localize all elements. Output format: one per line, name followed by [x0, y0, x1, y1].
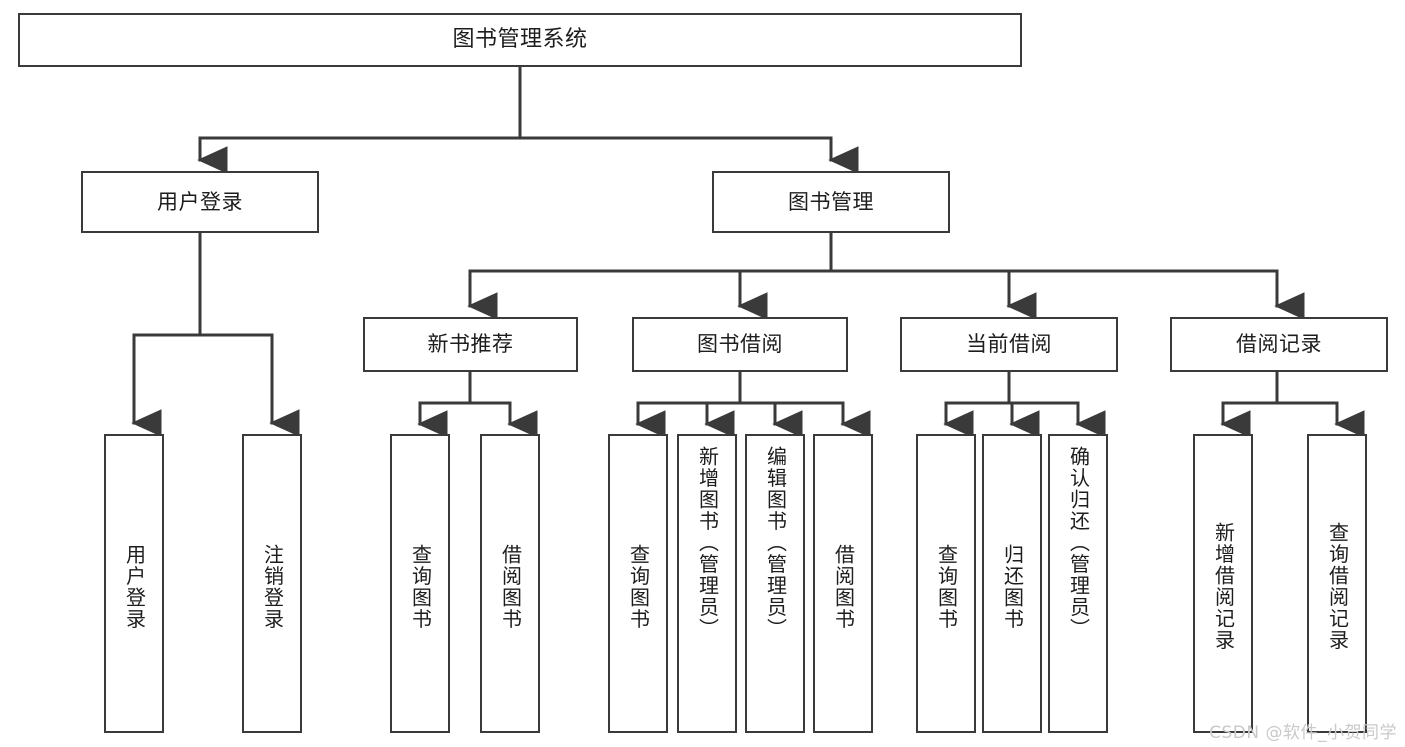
node-label: 用户登录: [122, 543, 147, 630]
node-label: 编辑图书（管理员）: [763, 446, 788, 640]
node-label: 查询图书: [408, 543, 433, 630]
node-book-borrow[interactable]: 图书借阅: [632, 317, 848, 372]
node-label: 查询借阅记录: [1325, 522, 1350, 651]
node-root[interactable]: 图书管理系统: [18, 13, 1022, 67]
node-label: 图书管理系统: [452, 27, 588, 53]
node-new-book-recommend[interactable]: 新书推荐: [363, 317, 578, 372]
node-label: 新增借阅记录: [1211, 522, 1236, 651]
node-label: 归还图书: [1000, 543, 1025, 630]
node-borrow-record[interactable]: 借阅记录: [1170, 317, 1388, 372]
node-label: 新书推荐: [427, 332, 514, 357]
leaf-rec-borrow-book[interactable]: 借阅图书: [480, 434, 540, 733]
node-label: 图书管理: [788, 189, 874, 214]
leaf-borrow-add-book[interactable]: 新增图书（管理员）: [677, 434, 737, 733]
node-label: 查询图书: [626, 543, 651, 630]
leaf-user-login[interactable]: 用户登录: [104, 434, 164, 733]
node-label: 当前借阅: [966, 332, 1052, 357]
leaf-rec-add-record[interactable]: 新增借阅记录: [1193, 434, 1253, 733]
node-label: 借阅记录: [1236, 332, 1322, 357]
leaf-cur-return-book[interactable]: 归还图书: [982, 434, 1042, 733]
node-label: 确认归还（管理员）: [1066, 446, 1091, 640]
node-label: 借阅图书: [831, 543, 856, 630]
node-book-manage[interactable]: 图书管理: [712, 171, 950, 233]
leaf-rec-query-book[interactable]: 查询图书: [390, 434, 450, 733]
leaf-borrow-edit-book[interactable]: 编辑图书（管理员）: [745, 434, 805, 733]
leaf-cur-confirm-return[interactable]: 确认归还（管理员）: [1048, 434, 1108, 733]
node-label: 图书借阅: [697, 332, 783, 357]
node-label: 用户登录: [157, 189, 243, 214]
leaf-cur-query-book[interactable]: 查询图书: [916, 434, 976, 733]
node-label: 借阅图书: [498, 543, 523, 630]
node-label: 新增图书（管理员）: [695, 446, 720, 640]
leaf-borrow-query-book[interactable]: 查询图书: [608, 434, 668, 733]
leaf-user-logout[interactable]: 注销登录: [242, 434, 302, 733]
node-user-login[interactable]: 用户登录: [81, 171, 319, 233]
node-current-borrow[interactable]: 当前借阅: [900, 317, 1118, 372]
node-label: 注销登录: [260, 543, 285, 630]
leaf-borrow-borrow-book[interactable]: 借阅图书: [813, 434, 873, 733]
leaf-rec-query-record[interactable]: 查询借阅记录: [1307, 434, 1367, 733]
node-label: 查询图书: [934, 543, 959, 630]
watermark-text: CSDN @软件_小贺同学: [1209, 723, 1397, 743]
